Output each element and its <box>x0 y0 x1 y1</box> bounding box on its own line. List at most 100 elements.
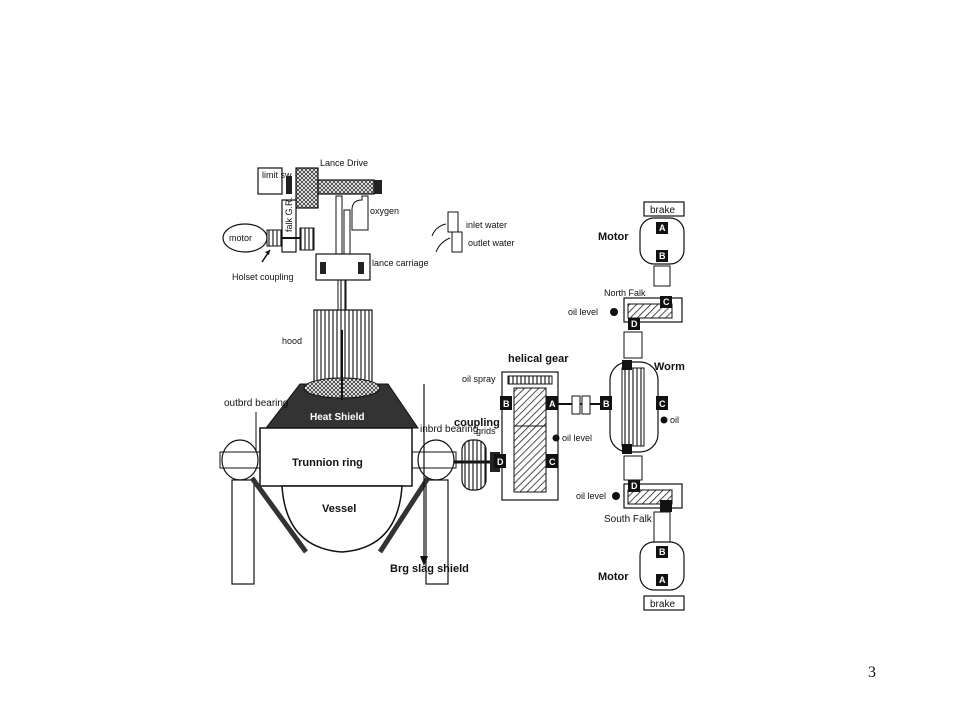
worm-label: Worm <box>654 361 685 373</box>
outbrd-bearing-label: outbrd bearing <box>224 398 289 409</box>
lance-carriage-label: lance carriage <box>372 258 429 268</box>
lance-shaft <box>337 279 347 311</box>
letter-a: A <box>659 223 666 233</box>
heat-shield-label: Heat Shield <box>310 412 364 423</box>
inbrd-pedestal <box>425 479 449 585</box>
outbrd-pedestal <box>231 479 255 585</box>
oil-level-mid-label: oil level <box>562 433 592 443</box>
slag-strut-right <box>377 476 431 554</box>
limit-switch-box <box>257 167 283 195</box>
slag-shield-arrow-icon <box>420 556 428 566</box>
oil-level-mid-icon <box>552 434 560 442</box>
south-shaft <box>623 455 643 481</box>
carriage-wheel-right <box>358 262 364 274</box>
inbrd-bearing-label: inbrd bearing <box>420 424 478 435</box>
outbrd-shaft <box>219 451 261 469</box>
inlet-water-label: inlet water <box>466 220 507 230</box>
letter-d: D <box>631 481 638 491</box>
brake-bottom <box>643 595 685 611</box>
oil-level-north-label: oil level <box>568 307 598 317</box>
motor-bottom-label: Motor <box>598 571 629 583</box>
holset-coupling-label: Holset coupling <box>232 272 294 282</box>
brg-slag-shield-label: Brg slag shield <box>390 563 469 575</box>
letter-c: C <box>549 457 556 467</box>
slag-strut-left <box>249 476 309 554</box>
falk-gr-label: falk G.R. <box>284 197 294 232</box>
lance-drive-label: Lance Drive <box>320 158 368 168</box>
letter-c: C <box>659 399 666 409</box>
inlet-water-pipe <box>447 211 459 233</box>
oil-right-label: oil <box>670 415 679 425</box>
hood-label: hood <box>282 336 302 346</box>
letter-b: B <box>659 251 666 261</box>
carriage-wheel-left <box>320 262 326 274</box>
oil-right-icon <box>660 416 668 424</box>
holset-arrowhead-icon <box>265 250 270 255</box>
gear-port-c-right <box>546 454 558 468</box>
motor-top-shaft <box>653 265 671 287</box>
motor-bottom-shaft <box>653 511 671 543</box>
letter-a: A <box>549 399 556 409</box>
lance-drive-assembly: limit sw Lance Drive falk G.R. motor Hol… <box>222 158 515 311</box>
helical-gear-upper <box>513 387 547 427</box>
worm-drive-column: brake A B Motor North Falk C D oil level… <box>568 201 685 611</box>
gear-port-d-left <box>494 454 506 468</box>
helical-gear-lower <box>513 425 547 493</box>
worm-port-a-bottom <box>622 444 632 454</box>
helical-gear-label: helical gear <box>508 353 569 365</box>
gear-block-left <box>299 227 315 251</box>
brake-top-label: brake <box>650 205 675 216</box>
motor-left-label: motor <box>229 233 252 243</box>
small-coupling-2 <box>581 395 591 415</box>
brake-top <box>643 201 685 217</box>
outlet-water-pipe <box>451 231 463 253</box>
south-falk-label: South Falk <box>604 514 653 525</box>
gear-port-a-right <box>546 396 558 410</box>
letter-b: B <box>603 399 610 409</box>
worm-port-c <box>656 396 668 410</box>
lance-pipe-outer <box>335 195 343 257</box>
north-falk-port-d <box>628 318 640 330</box>
small-coupling-1 <box>571 395 581 415</box>
holset-coupling-block <box>266 229 282 247</box>
lance-drive-gear-left <box>286 176 292 194</box>
worm-port-a-top <box>622 360 632 370</box>
oil-level-north-icon <box>610 308 618 316</box>
vessel-assembly: hood Heat Shield Trunnion ring Vessel ou… <box>219 309 478 585</box>
gear-port-b-left <box>500 396 512 410</box>
worm-port-b <box>600 396 612 410</box>
inbrd-shaft <box>411 451 457 469</box>
oil-spray-bar <box>507 375 553 385</box>
oil-level-south-label: oil level <box>576 491 606 501</box>
grids-label: grids <box>476 426 496 436</box>
letter-c: C <box>663 297 670 307</box>
motor-top <box>639 217 685 265</box>
trunnion-ring-label: Trunnion ring <box>292 457 363 469</box>
motor-bottom-port-a <box>656 574 668 586</box>
brake-bottom-label: brake <box>650 599 675 610</box>
north-shaft <box>623 331 643 359</box>
letter-d: D <box>497 457 504 467</box>
lance-drive-gear <box>295 167 319 209</box>
limit-sw-label: limit sw <box>262 170 292 180</box>
north-falk-port-c <box>660 296 672 308</box>
water-hose-icon <box>431 223 451 253</box>
grids-coupling <box>461 439 487 491</box>
vessel <box>281 485 403 553</box>
motor-bottom <box>639 541 685 591</box>
outlet-water-label: outlet water <box>468 238 515 248</box>
vessel-label: Vessel <box>322 503 356 515</box>
lance-drive-end <box>374 180 382 194</box>
oil-spray-label: oil spray <box>462 374 496 384</box>
letter-d: D <box>631 319 638 329</box>
lance-drive-rack <box>317 179 375 195</box>
letter-b: B <box>659 547 666 557</box>
coupling-label: coupling <box>454 417 500 429</box>
coupling-and-helical-gear: coupling grids helical gear oil spray B … <box>454 353 612 501</box>
letter-a: A <box>659 575 666 585</box>
letter-b: B <box>503 399 510 409</box>
south-falk-port-c <box>660 500 672 512</box>
oxygen-label: oxygen <box>370 206 399 216</box>
slide-number: 3 <box>868 664 876 681</box>
